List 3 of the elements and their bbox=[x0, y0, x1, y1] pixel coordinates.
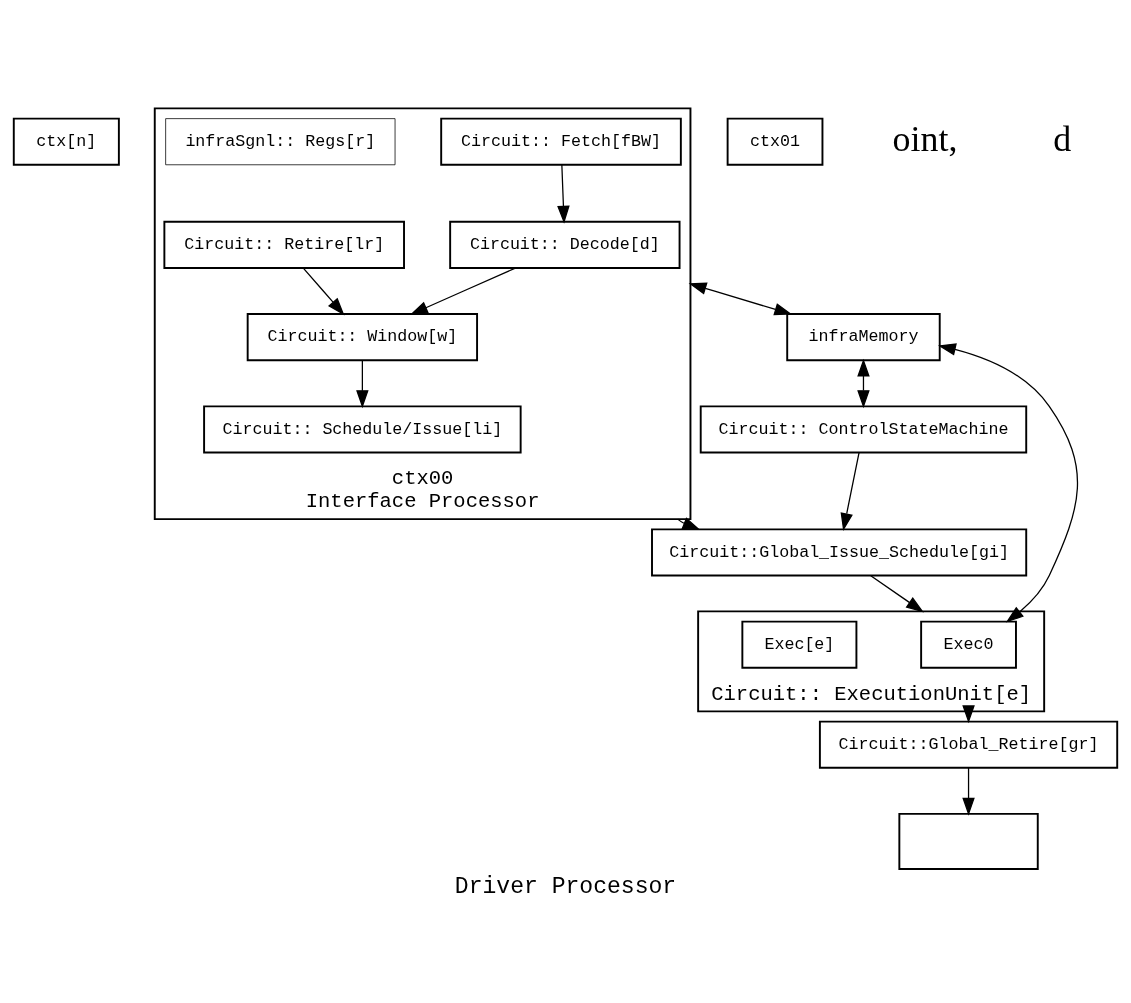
caption: Driver Processor bbox=[454, 873, 677, 900]
label: oint, bbox=[892, 118, 958, 159]
label: d bbox=[1053, 118, 1072, 159]
